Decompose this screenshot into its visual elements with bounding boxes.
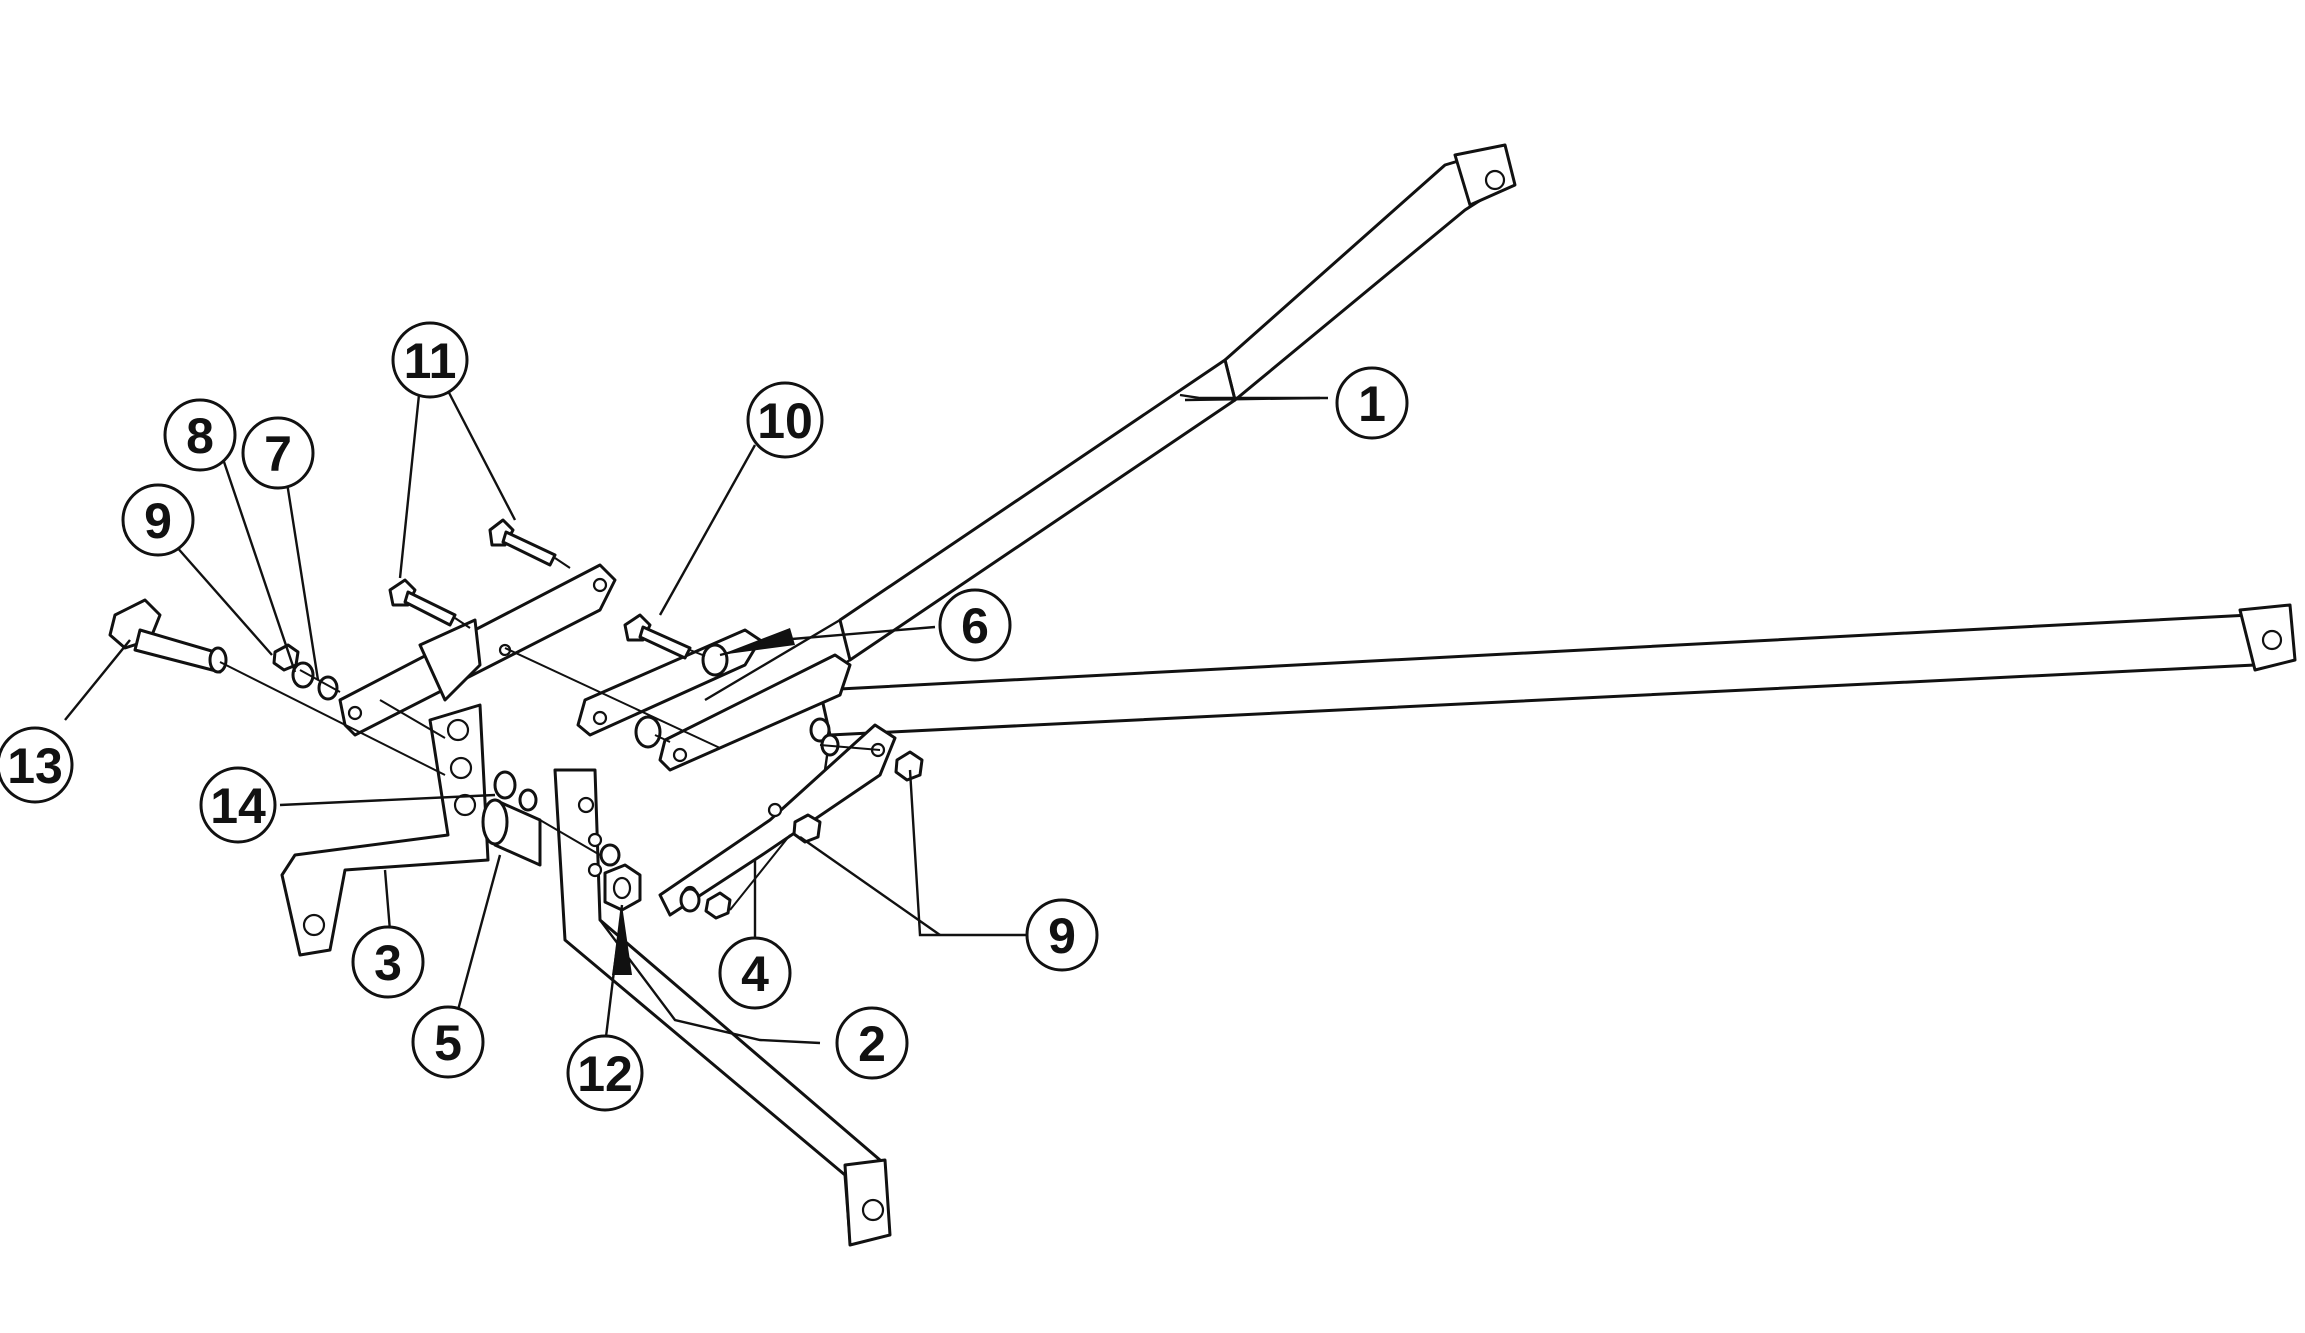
part-1-upper-brace-arm [704, 143, 1517, 747]
callout-label: 5 [434, 1015, 462, 1071]
callout-balloon-10: 10 [746, 381, 824, 459]
callout-balloon-3: 3 [351, 925, 425, 999]
callout-label: 10 [757, 393, 813, 449]
callout-balloon-2: 2 [835, 1006, 909, 1080]
bushing-12 [603, 863, 642, 912]
callout-label: 2 [858, 1016, 886, 1072]
spacer-5 [481, 798, 542, 867]
callout-label: 6 [961, 598, 989, 654]
callout-label: 11 [404, 333, 457, 389]
callout-balloon-6: 6 [938, 588, 1012, 662]
callout-balloon-1: 1 [1335, 366, 1409, 440]
assembly-centerlines [219, 557, 881, 911]
callout-balloon-11: 11 [391, 321, 469, 399]
callout-balloon-8: 8 [163, 398, 237, 472]
callout-balloon-9-left: 9 [121, 483, 195, 557]
callout-balloon-14: 14 [199, 766, 277, 844]
callout-balloon-7: 7 [241, 416, 315, 490]
bolts-11 [388, 518, 557, 627]
callout-label: 9 [1048, 908, 1076, 964]
callout-balloon-5: 5 [411, 1005, 485, 1079]
nuts-9-right [679, 750, 924, 920]
spacer-6 [634, 643, 729, 749]
misc-hardware [599, 717, 840, 867]
washer-8 [291, 661, 315, 689]
part-1-horizontal-brace-arm [818, 603, 2297, 771]
callout-label: 9 [144, 493, 172, 549]
callout-label: 14 [210, 778, 266, 834]
callout-label: 7 [264, 426, 292, 482]
callout-label: 1 [1358, 376, 1386, 432]
part-2-lower-bent-brace [553, 768, 892, 1247]
callout-balloon-13: 13 [0, 726, 74, 804]
callout-label: 3 [374, 935, 402, 991]
bolt-13 [108, 598, 228, 674]
callout-label: 8 [186, 408, 214, 464]
spacer-14 [493, 770, 538, 812]
callout-label: 13 [7, 738, 63, 794]
part-3-left-bracket [280, 703, 490, 957]
leader-arrowheads [612, 628, 795, 975]
callout-label: 4 [741, 946, 769, 1002]
callout-label: 12 [577, 1046, 633, 1102]
callout-balloon-9-right: 9 [1025, 898, 1099, 972]
callout-balloon-12: 12 [566, 1034, 644, 1112]
callout-balloon-4: 4 [718, 936, 792, 1010]
bolt-10 [623, 613, 692, 660]
